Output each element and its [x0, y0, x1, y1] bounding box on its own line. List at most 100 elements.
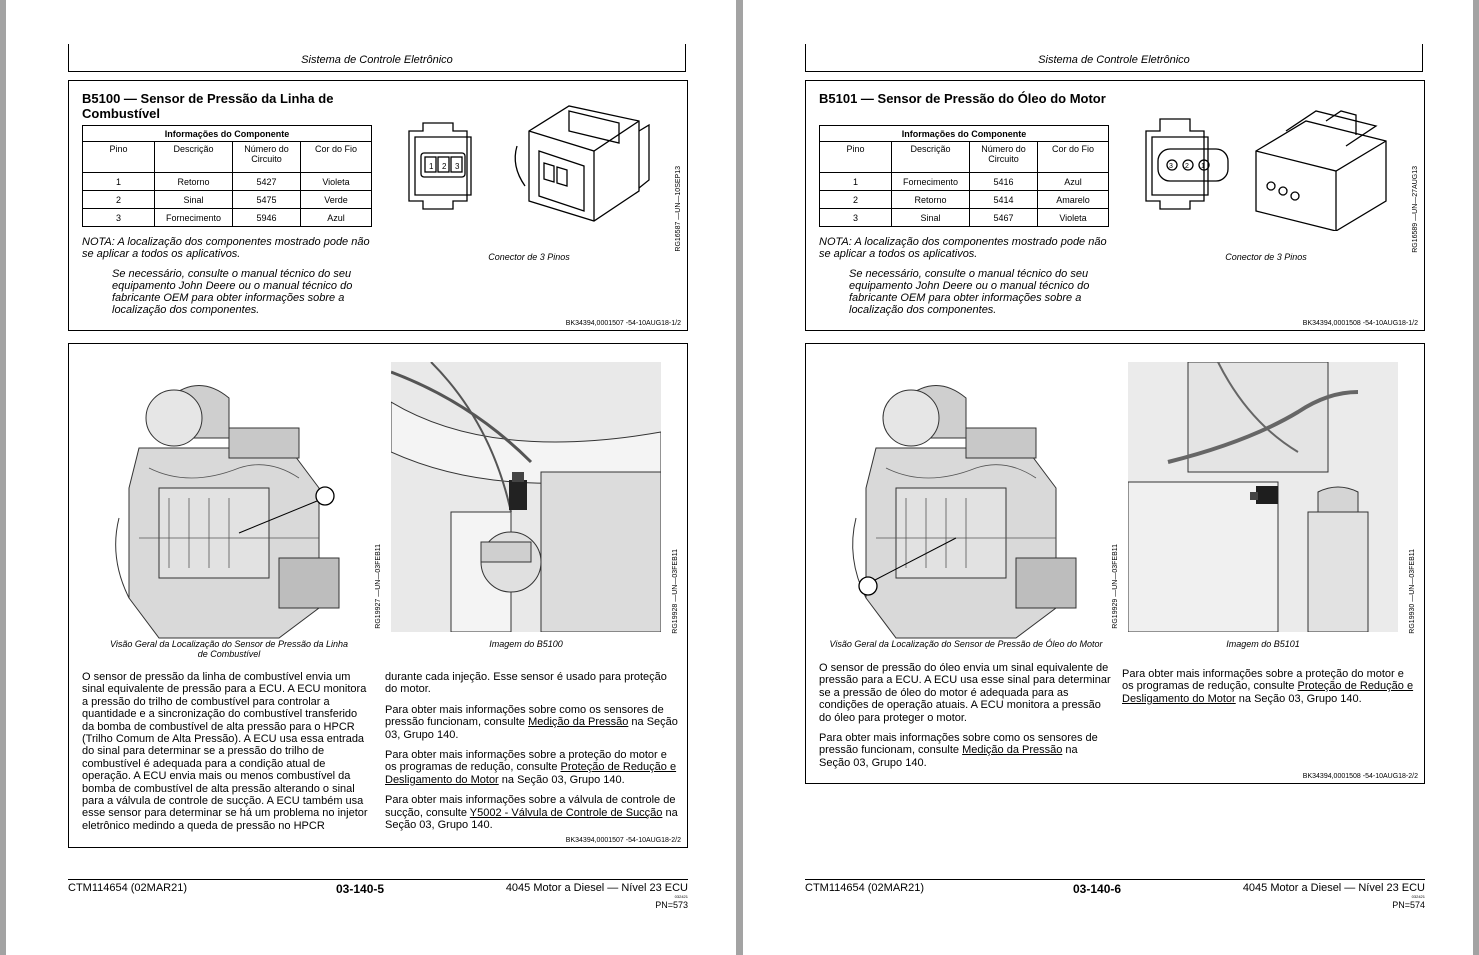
engine-overview-image	[852, 385, 1077, 639]
cell: 2	[819, 190, 892, 209]
sensor-detail-image	[1128, 362, 1398, 632]
note: NOTA: A localização dos componentes most…	[82, 236, 372, 316]
date-code: 032421	[1411, 894, 1425, 899]
paragraph: Para obter mais informações sobre como o…	[819, 732, 1098, 769]
connector-illustration: 1 2 3	[408, 105, 650, 222]
cell: 5427	[232, 172, 301, 191]
paragraph: durante cada injeção. Esse sensor é usad…	[385, 671, 667, 696]
manual-id: CTM114654 (02MAR21)	[805, 882, 925, 894]
cell: Fornecimento	[891, 172, 970, 191]
cell: 5475	[232, 190, 301, 209]
description-column-1: O sensor de pressão da linha de combustí…	[82, 671, 370, 832]
component-info-section: B5101 — Sensor de Pressão do Óleo do Mot…	[805, 80, 1425, 331]
engine-caption: Visão Geral da Localização do Sensor de …	[829, 639, 1103, 649]
page-03-140-5: Sistema de Controle Eletrônico B5100 — S…	[6, 0, 736, 955]
engine-overview-image	[115, 385, 340, 639]
component-info-table: Informações do Componente Pino Descrição…	[819, 125, 1109, 227]
paragraph: Para obter mais informações sobre a prot…	[385, 749, 677, 786]
pin-label: 2	[1185, 163, 1189, 170]
page-footer: CTM114654 (02MAR21) 03-140-5 4045 Motor …	[68, 879, 688, 919]
cell: 3	[819, 208, 892, 227]
col-header: Descrição	[154, 141, 233, 173]
table-caption: Informações do Componente	[819, 125, 1109, 142]
description-column-1: O sensor de pressão do óleo envia um sin…	[819, 662, 1111, 769]
section-title: B5100 — Sensor de Pressão da Linha de Co…	[82, 91, 334, 121]
reference-code: BK34394,0001508 -54-10AUG18-2/2	[1302, 773, 1418, 780]
cell: Fornecimento	[154, 208, 233, 227]
engine-caption: Visão Geral da Localização do Sensor de …	[110, 639, 348, 659]
running-header: Sistema de Controle Eletrônico	[805, 44, 1423, 72]
manual-id: CTM114654 (02MAR21)	[68, 882, 188, 894]
detail-caption: Imagem do B5100	[489, 639, 563, 649]
description-column-2: Para obter mais informações sobre a prot…	[1122, 668, 1416, 705]
cell: Sinal	[891, 208, 970, 227]
col-header: Pino	[819, 141, 892, 173]
manual-title: 4045 Motor a Diesel — Nível 23 ECU	[1242, 882, 1425, 894]
cell: 3	[82, 208, 155, 227]
figure-code: RG19927 —UN—03FEB11	[375, 544, 382, 629]
connector-caption: Conector de 3 Pinos	[488, 252, 570, 262]
link-medicao-pressao[interactable]: Medição da Pressão	[962, 744, 1063, 757]
link-valvula-succao[interactable]: Y5002 - Válvula de Controle de Sucção	[469, 806, 663, 819]
reference-code: BK34394,0001507 -54-10AUG18-2/2	[565, 837, 681, 844]
component-info-table: Informações do Componente Pino Descrição…	[82, 125, 372, 227]
cell: 5414	[969, 190, 1038, 209]
table-row: 1 Retorno 5427 Violeta	[82, 172, 372, 191]
page-footer: CTM114654 (02MAR21) 03-140-6 4045 Motor …	[805, 879, 1425, 919]
paragraph: Para obter mais informações sobre a válv…	[385, 794, 678, 832]
date-code: 032421	[674, 894, 688, 899]
cell: 1	[819, 172, 892, 191]
paragraph: O sensor de pressão do óleo envia um sin…	[819, 662, 1111, 724]
cell: 5946	[232, 208, 301, 227]
pin-label: 3	[1169, 163, 1173, 170]
cell: Retorno	[891, 190, 970, 209]
figure-code: RG19928 —UN—03FEB11	[672, 549, 679, 634]
cell: Violeta	[300, 172, 372, 191]
paragraph: Para obter mais informações sobre a prot…	[1122, 668, 1414, 705]
table-row: 2 Sinal 5475 Verde	[82, 190, 372, 209]
col-header: Número do Circuito	[232, 141, 301, 173]
connector-caption: Conector de 3 Pinos	[1225, 252, 1307, 262]
note-text: NOTA: A localização dos componentes most…	[82, 236, 370, 260]
section-title: B5101 — Sensor de Pressão do Óleo do Mot…	[819, 91, 1106, 106]
pn-number: PN=573	[655, 900, 688, 910]
cell: 5467	[969, 208, 1038, 227]
col-header: Cor do Fio	[300, 141, 372, 173]
figure-code: RG16589 —UN—27AUG13	[1412, 166, 1419, 253]
cell: Azul	[300, 208, 372, 227]
paragraph: Para obter mais informações sobre como o…	[385, 703, 678, 741]
cell: Retorno	[154, 172, 233, 191]
cell: Amarelo	[1037, 190, 1109, 209]
cell: Sinal	[154, 190, 233, 209]
table-row: 2 Retorno 5414 Amarelo	[819, 190, 1109, 209]
detail-caption: Imagem do B5101	[1226, 639, 1300, 649]
connector-illustration: 3 2 1	[1145, 110, 1387, 231]
description-column-2: durante cada injeção. Esse sensor é usad…	[385, 671, 679, 831]
figure-code: RG19930 —UN—03FEB11	[1409, 549, 1416, 634]
location-section: Visão Geral da Localização do Sensor de …	[68, 343, 688, 848]
table-caption: Informações do Componente	[82, 125, 372, 142]
cell: Verde	[300, 190, 372, 209]
col-header: Cor do Fio	[1037, 141, 1109, 173]
cell: Violeta	[1037, 208, 1109, 227]
sensor-detail-image	[391, 362, 661, 632]
location-section: Visão Geral da Localização do Sensor de …	[805, 343, 1425, 784]
note-text: Se necessário, consulte o manual técnico…	[849, 268, 1090, 316]
pin-label: 1	[429, 162, 434, 171]
col-header: Pino	[82, 141, 155, 173]
manual-title: 4045 Motor a Diesel — Nível 23 ECU	[505, 882, 688, 894]
link-medicao-pressao[interactable]: Medição da Pressão	[528, 716, 629, 729]
pin-label: 3	[455, 162, 460, 171]
note: NOTA: A localização dos componentes most…	[819, 236, 1109, 316]
table-row: 1 Fornecimento 5416 Azul	[819, 172, 1109, 191]
note-text: Se necessário, consulte o manual técnico…	[112, 268, 353, 316]
page-03-140-6: Sistema de Controle Eletrônico B5101 — S…	[743, 0, 1473, 955]
col-header: Número do Circuito	[969, 141, 1038, 173]
running-header: Sistema de Controle Eletrônico	[68, 44, 686, 72]
link-protecao-reducao[interactable]: Proteção de Redução e Desligamento do Mo…	[385, 761, 677, 786]
pin-label: 1	[1201, 163, 1205, 170]
reference-code: BK34394,0001508 -54-10AUG18-1/2	[1302, 320, 1418, 327]
pn-number: PN=574	[1392, 900, 1425, 910]
link-protecao-reducao[interactable]: Proteção de Redução e Desligamento do Mo…	[1122, 680, 1414, 705]
